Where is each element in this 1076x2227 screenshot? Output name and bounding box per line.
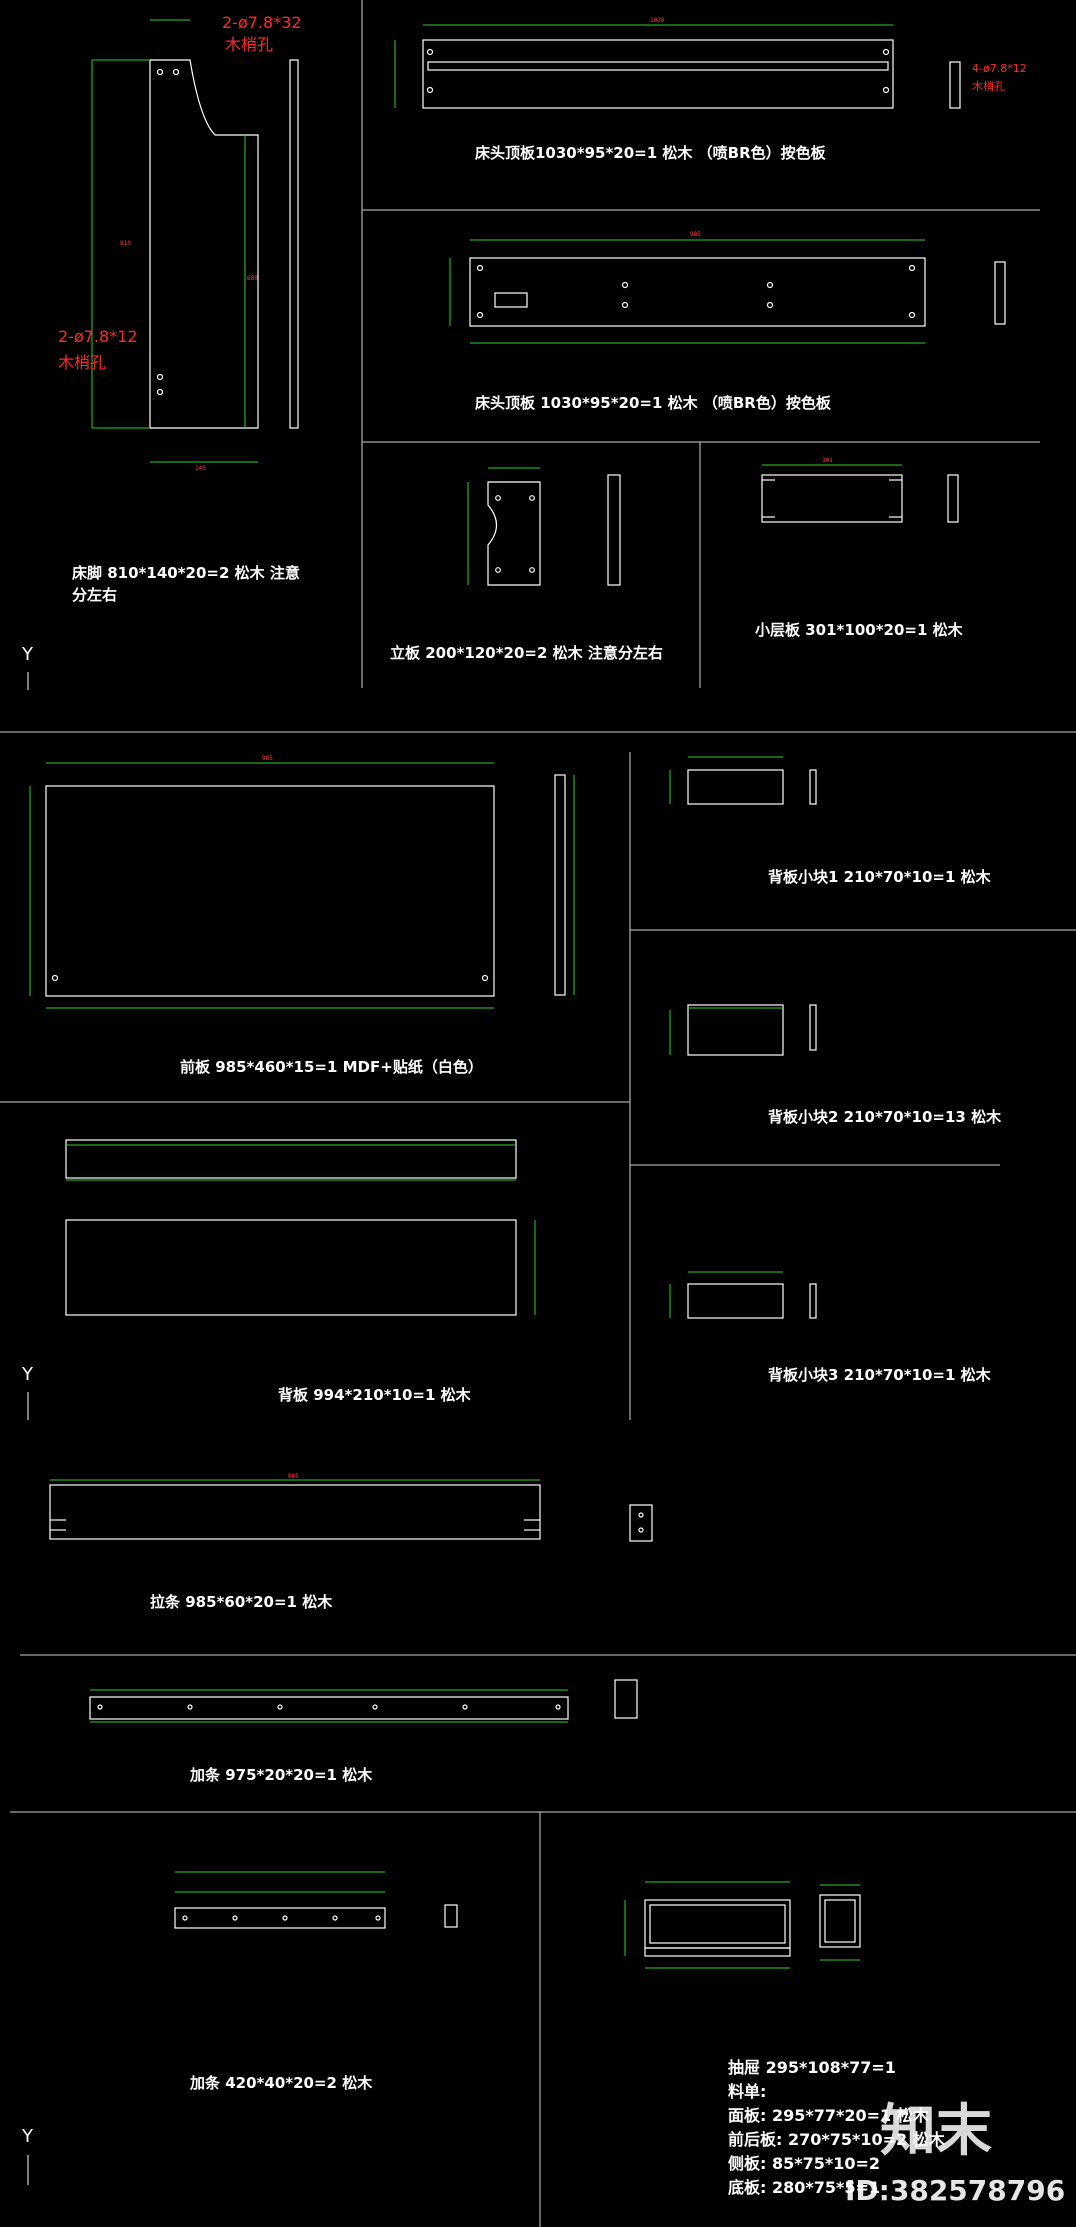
svg-text:ID:382578796: ID:382578796 xyxy=(845,2174,1065,2207)
back-small-3-label: 背板小块3 210*70*10=1 松木 xyxy=(768,1366,992,1384)
li-ban-label: 立板 200*120*20=2 松木 注意分左右 xyxy=(390,644,663,662)
top-board-2-drawing: 985 xyxy=(449,231,1006,344)
svg-text:140: 140 xyxy=(195,465,206,472)
svg-text:知末: 知末 xyxy=(880,2099,992,2164)
svg-text:985: 985 xyxy=(288,1473,299,1480)
bed-leg-drawing: 810 140 680 xyxy=(91,19,299,472)
la-tiao-drawing: 985 xyxy=(49,1473,653,1542)
hole-32-note: 木梢孔 xyxy=(225,35,273,54)
hole-4-note: 木梢孔 xyxy=(972,79,1005,93)
watermark-logo: 知末 ID:382578796 xyxy=(845,2099,1065,2207)
svg-text:985: 985 xyxy=(690,231,701,238)
back-small-1-label: 背板小块1 210*70*10=1 松木 xyxy=(768,868,992,886)
drawer-front-back: 前后板: 270*75*10=2 松木 xyxy=(728,2130,946,2149)
back-board-label: 背板 994*210*10=1 松木 xyxy=(278,1386,472,1404)
drawer-drawing xyxy=(624,1881,861,1969)
jia-tiao-1-drawing xyxy=(89,1679,638,1723)
drawer-parts-list: 抽屉 295*108*77=1 料单: 面板: 295*77*20=1 松木 前… xyxy=(728,2058,946,2197)
axis-bottom: Y xyxy=(21,2126,34,2185)
drawer-side: 侧板: 85*75*10=2 xyxy=(728,2154,880,2173)
back-small-1-drawing xyxy=(669,756,817,805)
la-tiao-label: 拉条 985*60*20=1 松木 xyxy=(150,1593,333,1611)
small-shelf-drawing: 301 xyxy=(761,457,959,523)
svg-text:810: 810 xyxy=(120,240,131,247)
back-small-2-label: 背板小块2 210*70*10=13 松木 xyxy=(768,1108,1002,1126)
drawer-title: 抽屉 295*108*77=1 xyxy=(728,2058,896,2077)
back-board-drawing xyxy=(65,1139,536,1316)
drawer-bottom: 底板: 280*75*5=1 xyxy=(728,2178,880,2197)
hole-32-annotation: 2-ø7.8*32 xyxy=(222,13,302,32)
svg-text:1030: 1030 xyxy=(650,17,665,24)
back-small-2-drawing xyxy=(669,1004,817,1056)
front-board-label: 前板 985*460*15=1 MDF+贴纸（白色） xyxy=(180,1058,483,1076)
top-board-1-label: 床头顶板1030*95*20=1 松木 （喷BR色）按色板 xyxy=(475,144,827,162)
drawer-list: 料单: xyxy=(728,2082,766,2101)
small-shelf-label: 小层板 301*100*20=1 松木 xyxy=(755,621,964,639)
hole-12-note: 木梢孔 xyxy=(58,353,106,372)
jia-tiao-1-label: 加条 975*20*20=1 松木 xyxy=(189,1766,373,1784)
bed-leg-label-2: 分左右 xyxy=(72,586,117,604)
front-board-drawing: 985 xyxy=(29,755,575,1009)
hole-12-annotation: 2-ø7.8*12 xyxy=(58,327,138,346)
svg-text:Y: Y xyxy=(21,644,34,665)
svg-text:Y: Y xyxy=(21,2126,34,2147)
svg-text:985: 985 xyxy=(262,755,273,762)
axis-top: Y xyxy=(21,644,34,690)
back-small-3-drawing xyxy=(669,1271,817,1319)
jia-tiao-2-drawing xyxy=(174,1871,458,1929)
top-board-1-drawing: 1030 xyxy=(394,17,961,109)
hole-4-annotation: 4-ø7.8*12 xyxy=(972,62,1027,75)
drawer-face: 面板: 295*77*20=1 松木 xyxy=(728,2106,930,2125)
bed-leg-label: 床脚 810*140*20=2 松木 注意 xyxy=(72,564,300,582)
svg-text:680: 680 xyxy=(247,275,258,282)
axis-middle: Y xyxy=(21,1364,34,1420)
jia-tiao-2-label: 加条 420*40*20=2 松木 xyxy=(189,2074,373,2092)
svg-text:301: 301 xyxy=(822,457,833,464)
svg-text:Y: Y xyxy=(21,1364,34,1385)
li-ban-drawing xyxy=(467,467,621,586)
top-board-2-label: 床头顶板 1030*95*20=1 松木 （喷BR色）按色板 xyxy=(475,394,832,412)
